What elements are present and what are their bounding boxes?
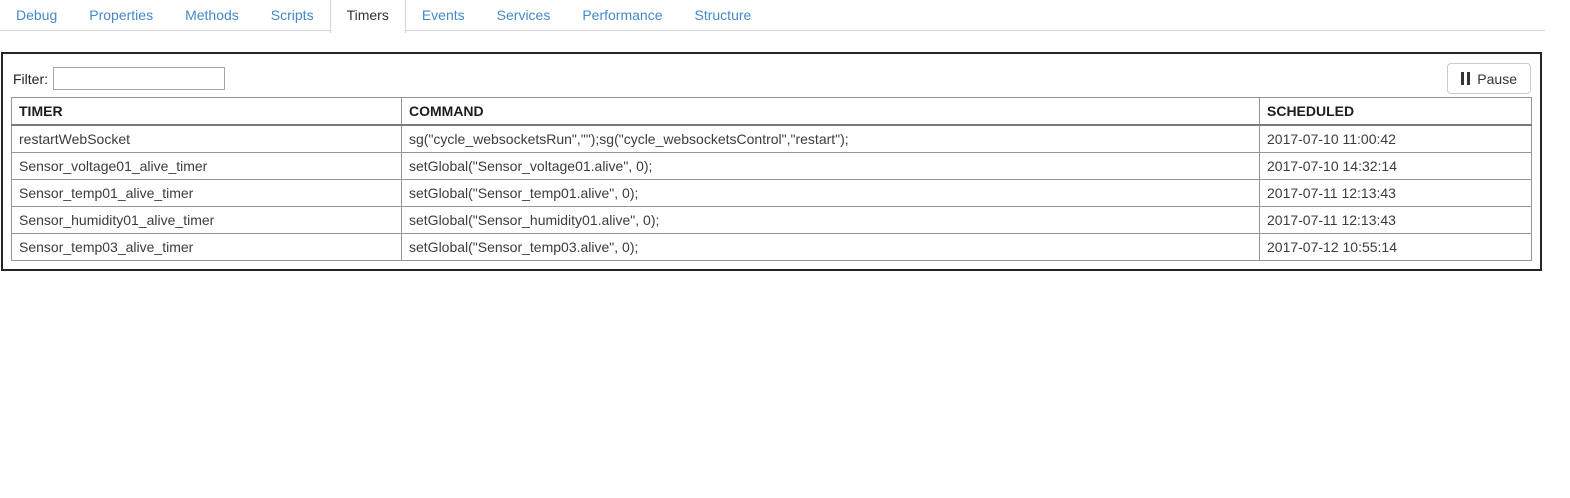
timers-toolbar: Filter: Pause — [11, 62, 1532, 95]
tab-performance[interactable]: Performance — [582, 7, 663, 23]
tab-timers[interactable]: Timers — [329, 0, 406, 33]
tab-debug[interactable]: Debug — [16, 7, 58, 23]
cell-scheduled: 2017-07-11 12:13:43 — [1259, 179, 1532, 207]
cell-timer: Sensor_temp03_alive_timer — [11, 233, 402, 261]
tab-properties[interactable]: Properties — [89, 7, 154, 23]
column-header-timer: TIMER — [11, 97, 402, 126]
cell-scheduled: 2017-07-10 11:00:42 — [1259, 124, 1532, 153]
tab-scripts[interactable]: Scripts — [270, 7, 314, 23]
cell-timer: restartWebSocket — [11, 124, 402, 153]
column-header-command: COMMAND — [401, 97, 1260, 126]
pause-button[interactable]: Pause — [1447, 63, 1531, 94]
cell-scheduled: 2017-07-12 10:55:14 — [1259, 233, 1532, 261]
tab-events[interactable]: Events — [421, 7, 465, 23]
cell-scheduled: 2017-07-10 14:32:14 — [1259, 152, 1532, 180]
cell-command: setGlobal("Sensor_temp01.alive", 0); — [401, 179, 1260, 207]
column-header-scheduled: SCHEDULED — [1259, 97, 1532, 126]
tab-methods[interactable]: Methods — [185, 7, 239, 23]
filter-input[interactable] — [53, 67, 225, 90]
cell-scheduled: 2017-07-11 12:13:43 — [1259, 206, 1532, 234]
cell-command: setGlobal("Sensor_humidity01.alive", 0); — [401, 206, 1260, 234]
cell-timer: Sensor_voltage01_alive_timer — [11, 152, 402, 180]
tab-services[interactable]: Services — [496, 7, 551, 23]
filter-label: Filter: — [13, 70, 48, 87]
tab-structure[interactable]: Structure — [694, 7, 752, 23]
pause-button-label: Pause — [1477, 70, 1517, 87]
cell-command: sg("cycle_websocketsRun","");sg("cycle_w… — [401, 124, 1260, 153]
tab-bar: Debug Properties Methods Scripts Timers Event… — [0, 0, 1545, 33]
cell-command: setGlobal("Sensor_voltage01.alive", 0); — [401, 152, 1260, 180]
cell-command: setGlobal("Sensor_temp03.alive", 0); — [401, 233, 1260, 261]
cell-timer: Sensor_temp01_alive_timer — [11, 179, 402, 207]
pause-icon — [1461, 72, 1471, 85]
cell-timer: Sensor_humidity01_alive_timer — [11, 206, 402, 234]
